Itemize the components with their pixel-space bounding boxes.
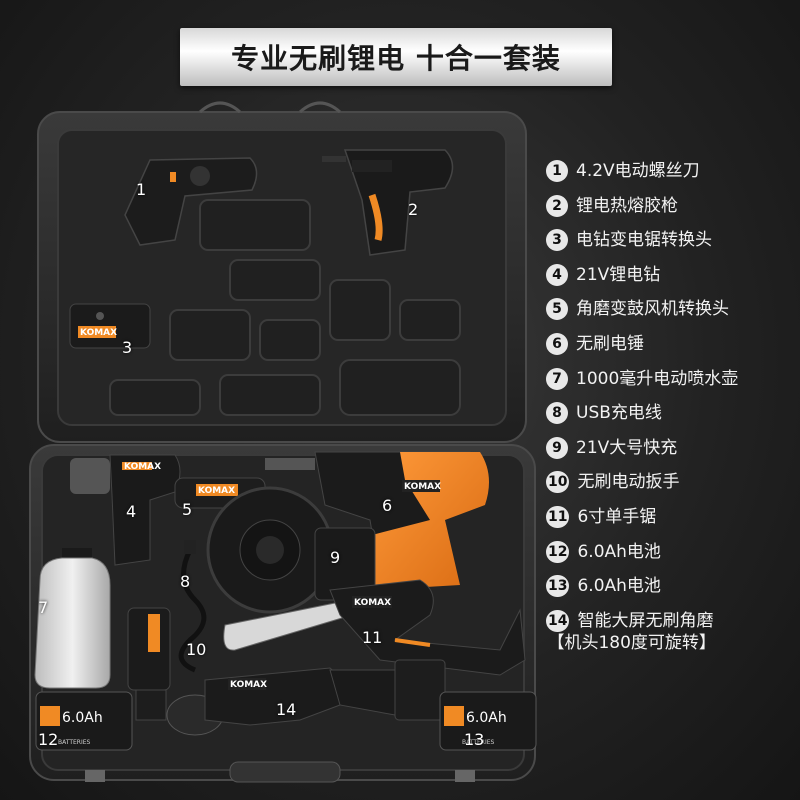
battery-12-capacity: 6.0Ah: [62, 710, 103, 726]
item-number: 4: [546, 263, 568, 286]
item-number: 11: [546, 505, 570, 528]
item-label: 智能大屏无刷角磨: [577, 610, 714, 631]
glue-gun-image: [322, 149, 454, 256]
list-item: 12 6.0Ah电池: [546, 540, 796, 576]
item-label: 1000毫升电动喷水壶: [576, 368, 739, 389]
item-label: 电钻变电锯转换头: [576, 230, 712, 251]
saw-attachment-image: KOMAX: [69, 303, 151, 349]
brand-label-14: KOMAX: [230, 680, 267, 690]
spray-bottle-image: [34, 548, 111, 689]
list-item: 5 角磨变鼓风机转换头: [546, 298, 796, 333]
item-label-wrapper: 智能大屏无刷角磨 【机头180度可旋转】: [547, 610, 715, 654]
component-list: 1 4.2V电动螺丝刀 2 锂电热熔胶枪 3 电钻变电锯转换头 4 21V锂电钻 5 角磨…: [546, 160, 796, 658]
case-tag-5: 5: [182, 500, 193, 519]
item-number: 2: [546, 194, 568, 217]
case-tag-14: 14: [276, 700, 297, 719]
screwdriver-image: [124, 157, 258, 246]
item-label: 6.0Ah电池: [577, 576, 661, 597]
drill-image: KOMAX: [70, 454, 181, 566]
angle-grinder-image: KOMAX: [166, 659, 446, 736]
case-tag-9: 9: [330, 548, 341, 567]
item-label: 锂电热熔胶枪: [576, 195, 678, 216]
item-label: 6寸单手锯: [577, 506, 657, 527]
battery-13-maker: BATTERIES: [462, 739, 495, 746]
list-item: 2 锂电热熔胶枪: [546, 194, 796, 230]
list-item: 14 智能大屏无刷角磨 【机头180度可旋转】: [546, 609, 796, 658]
hammer-drill-image: KOMAX: [265, 451, 489, 590]
case-tag-3: 3: [122, 338, 133, 357]
brand-label-3: KOMAX: [80, 328, 117, 338]
battery-12-maker: BATTERIES: [58, 739, 91, 746]
list-item: 4 21V锂电钻: [546, 263, 796, 299]
item-number: 9: [546, 436, 568, 459]
impact-wrench-image: [127, 607, 171, 721]
usb-cable-image: [178, 540, 207, 673]
item-number: 3: [546, 229, 568, 252]
brand-label-11: KOMAX: [354, 598, 391, 608]
case-tag-13: 13: [464, 730, 485, 749]
list-item: 10 无刷电动扳手: [546, 471, 796, 506]
item-number: 10: [546, 471, 570, 494]
case-tag-4: 4: [126, 502, 137, 521]
item-label: 无刷电动扳手: [577, 472, 680, 493]
list-item: 9 21V大号快充: [546, 436, 796, 472]
case-tag-10: 10: [186, 640, 207, 659]
item-label: 无刷电锤: [576, 333, 644, 354]
list-item: 13 6.0Ah电池: [546, 575, 796, 610]
case-tag-8: 8: [180, 572, 191, 591]
item-number: 6: [546, 332, 568, 355]
case-tag-12: 12: [38, 730, 59, 749]
battery-12-image: 6.0Ah BATTERIES: [35, 691, 133, 751]
list-item: 7 1000毫升电动喷水壶: [546, 367, 796, 403]
brand-label-4: KOMAX: [124, 462, 161, 472]
case-tag-6: 6: [382, 496, 393, 515]
item-label: 角磨变鼓风机转换头: [576, 299, 729, 320]
item-label: 21V大号快充: [576, 437, 678, 458]
case-tag-7: 7: [38, 598, 49, 617]
item-number: 14: [546, 609, 570, 632]
list-item: 3 电钻变电锯转换头: [546, 229, 796, 264]
item-number: 13: [546, 575, 570, 598]
brand-label-5: KOMAX: [198, 486, 235, 496]
item-number: 12: [546, 540, 570, 563]
item-number: 8: [546, 402, 568, 425]
item-label: 4.2V电动螺丝刀: [576, 161, 700, 181]
list-item: 6 无刷电锤: [546, 332, 796, 368]
case-tag-1: 1: [136, 180, 147, 199]
list-item: 8 USB充电线: [546, 402, 796, 437]
list-item: 11 6寸单手锯: [546, 505, 796, 541]
item-label: USB充电线: [576, 403, 662, 424]
item-label-line2: 【机头180度可旋转】: [547, 632, 716, 653]
item-label: 6.0Ah电池: [577, 541, 661, 562]
battery-13-image: 6.0Ah BATTERIES: [439, 691, 537, 751]
chainsaw-image: KOMAX: [223, 579, 526, 676]
item-number: 5: [546, 298, 568, 321]
banner-title: 专业无刷锂电 十合一套装: [231, 42, 561, 75]
list-item: 1 4.2V电动螺丝刀: [546, 160, 796, 195]
case-tag-2: 2: [408, 200, 419, 219]
blower-attachment-image: KOMAX: [174, 477, 334, 614]
brand-label-6: KOMAX: [404, 482, 441, 492]
item-label: 21V锂电钻: [576, 264, 661, 285]
title-banner: 专业无刷锂电 十合一套装: [180, 28, 612, 86]
battery-13-capacity: 6.0Ah: [466, 710, 507, 726]
item-number: 7: [546, 367, 568, 390]
case-lid: [37, 101, 527, 443]
item-number: 1: [546, 160, 568, 182]
case-tag-11: 11: [362, 628, 383, 647]
